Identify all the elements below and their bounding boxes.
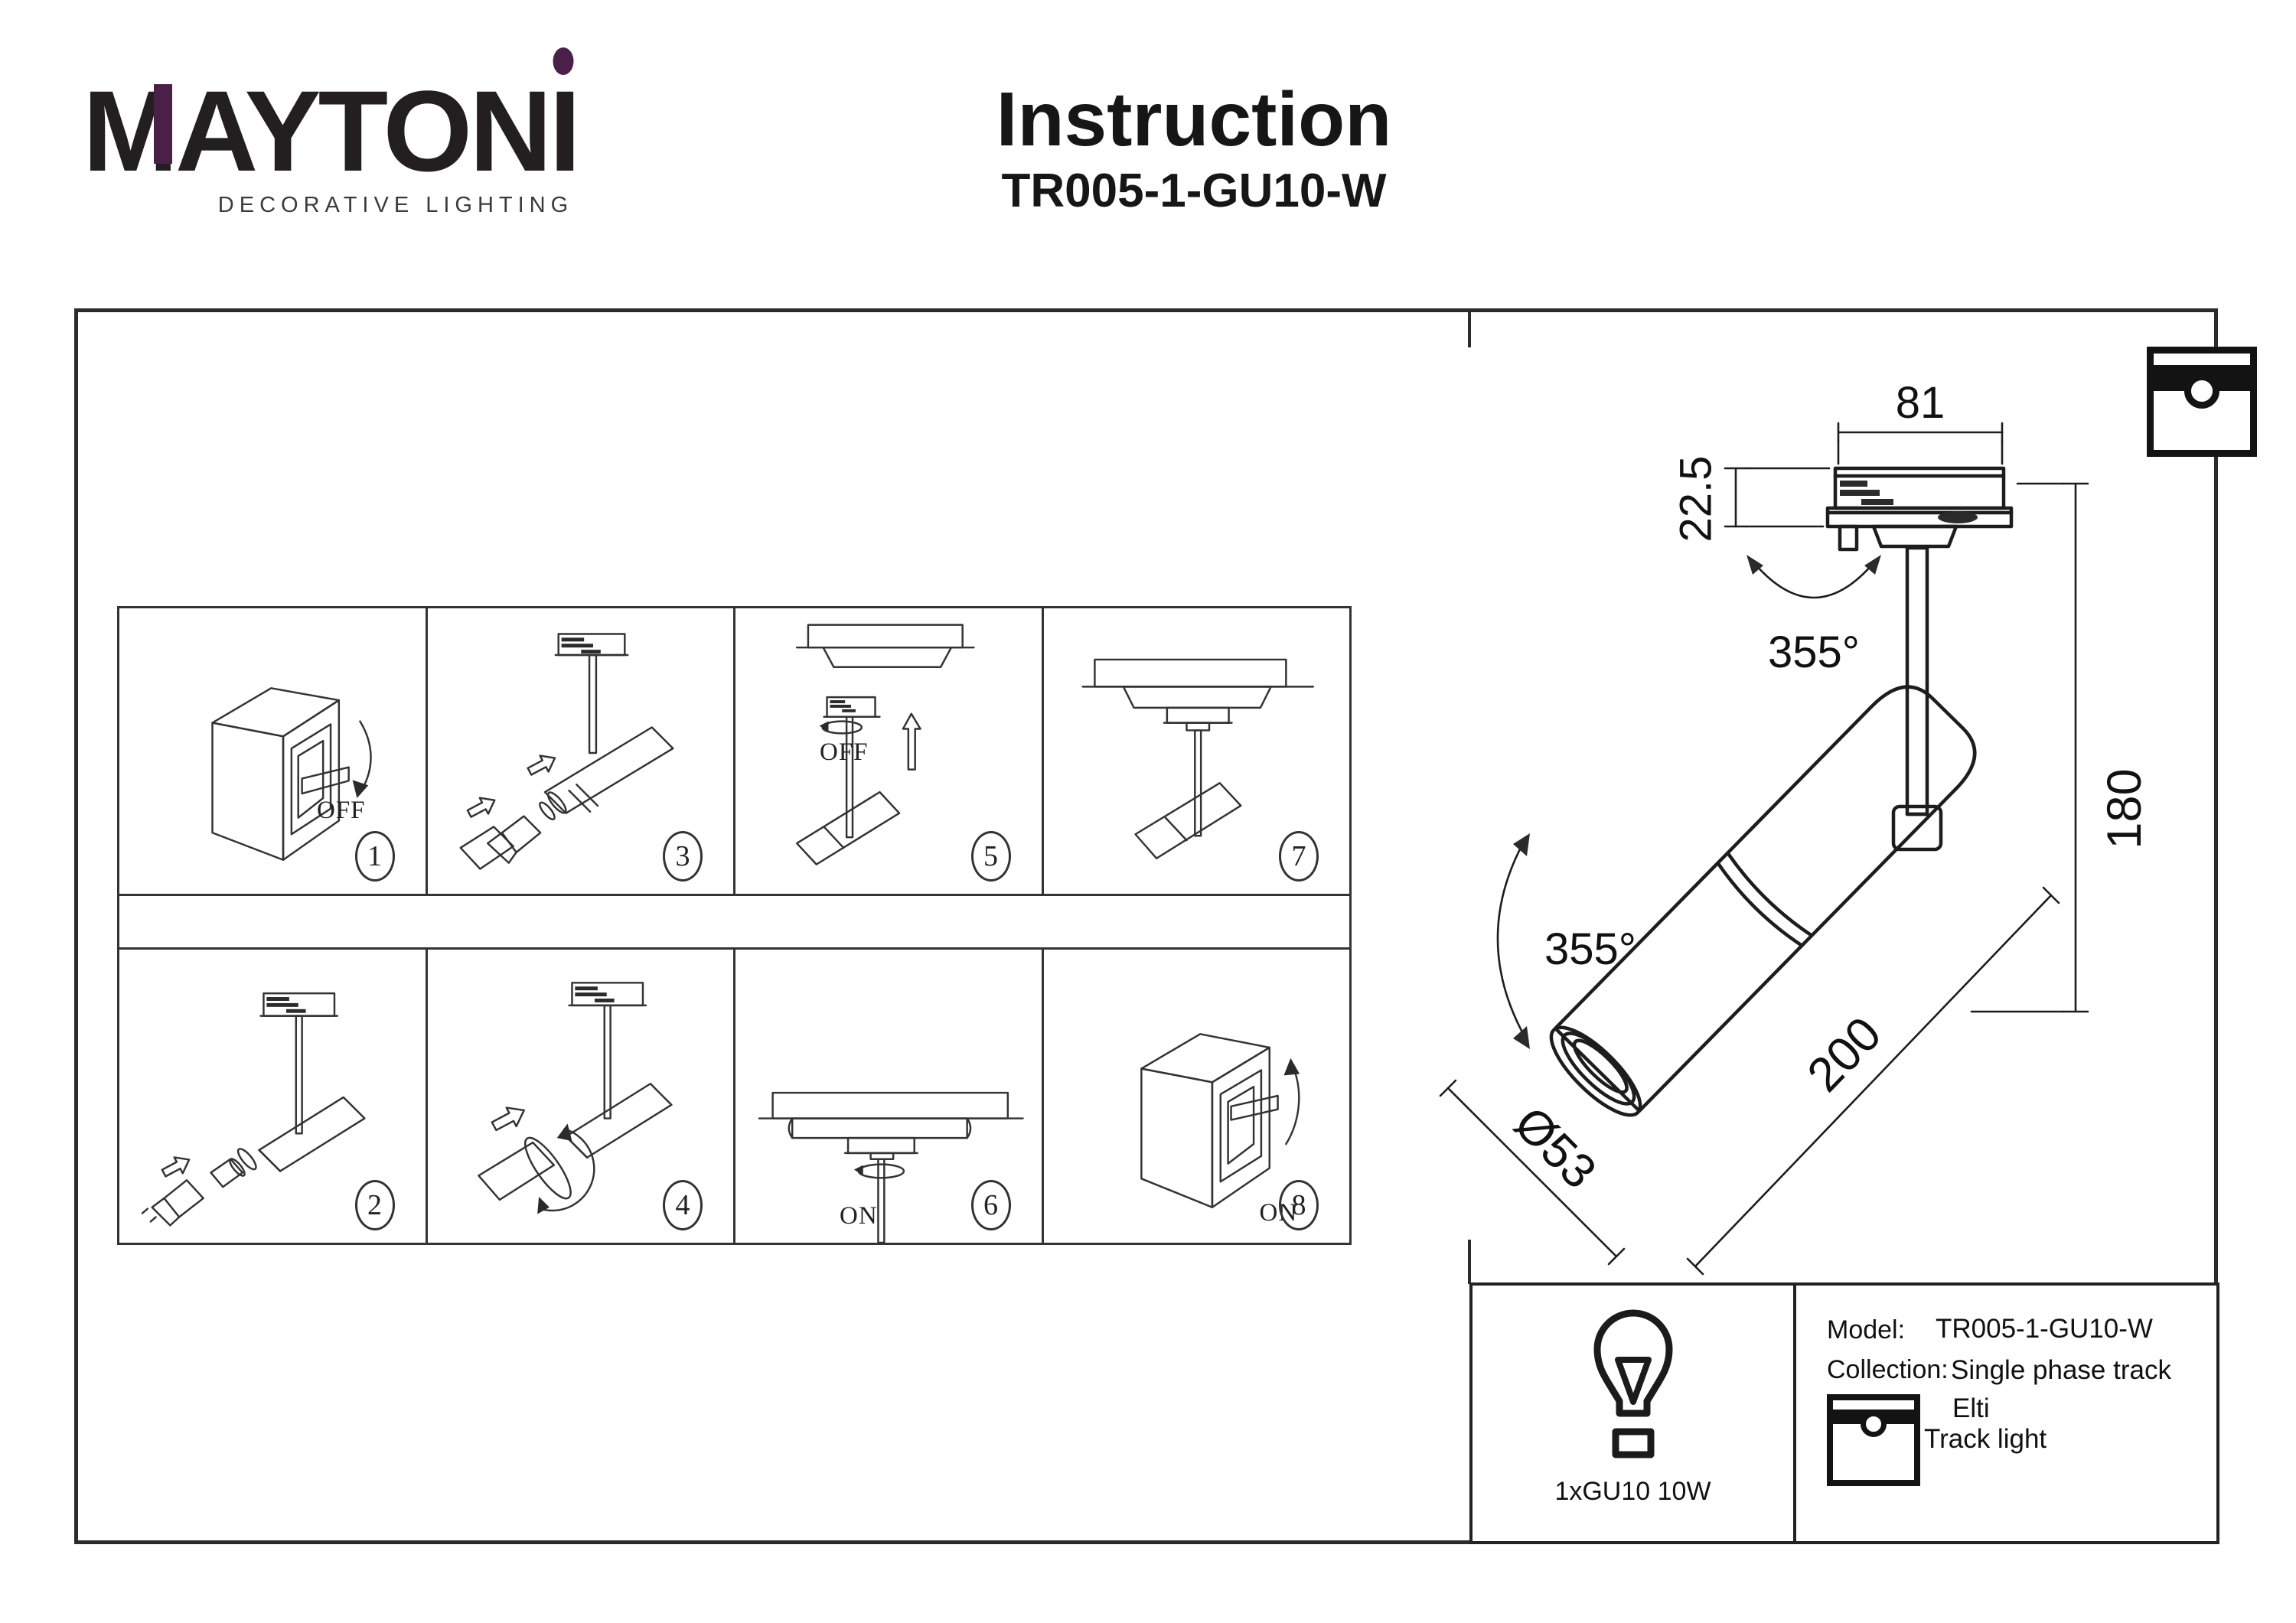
step-2-number: 2 — [354, 1180, 395, 1230]
spec-info-cell: Model: TR005-1-GU10-W Collection: Single… — [1796, 1286, 2216, 1541]
lamp-spec: 1xGU10 10W — [1554, 1477, 1711, 1506]
section-divider-stub-bottom — [1468, 1240, 1471, 1284]
track-knob — [2184, 373, 2219, 409]
collection-value: Single phase track — [1951, 1355, 2171, 1385]
step-5-number: 5 — [970, 831, 1011, 882]
steps-row-1: OFF 1 — [117, 606, 1352, 896]
step-3-slide-fixture-illustration — [459, 633, 674, 870]
spec-lamp-cell: 1xGU10 10W — [1473, 1286, 1793, 1541]
step-7-installed-illustration — [1081, 658, 1314, 859]
step-3-number: 3 — [663, 831, 703, 882]
step-6-number: 6 — [970, 1180, 1011, 1230]
step-6-state-label: ON — [840, 1202, 878, 1230]
step-panel-2: 2 — [119, 950, 428, 1243]
dim-body-length: 200 — [1797, 1007, 1891, 1102]
track-symbol-icon — [1827, 1394, 1920, 1486]
logo-tagline: DECORATIVE LIGHTING — [217, 193, 574, 217]
step-8-number: 8 — [1279, 1180, 1319, 1230]
step-panel-8: ON 8 — [1044, 950, 1350, 1243]
spec-table: 1xGU10 10W Model: TR005-1-GU10-W Collect… — [1469, 1282, 2219, 1544]
step-panel-3: 3 — [428, 608, 735, 894]
grid-connector-right — [1349, 896, 1352, 947]
content-border — [74, 308, 2218, 1544]
step-4-lock-ring-illustration — [477, 982, 673, 1214]
dim-body-diameter: Ø53 — [1504, 1097, 1606, 1199]
step-1-switch-off-illustration — [211, 687, 372, 861]
bulb-icon — [1593, 1309, 1673, 1458]
steps-row-2: 2 — [117, 947, 1352, 1245]
model-number-heading: TR005-1-GU10-W — [1001, 165, 1387, 217]
collection-label: Collection: — [1827, 1355, 1949, 1384]
step-5-state-label: OFF — [820, 738, 869, 766]
logo-purple-dot — [553, 47, 574, 75]
spec-table-divider — [1793, 1286, 1796, 1541]
step-8-switch-on-illustration — [1140, 1033, 1300, 1208]
step-5-mount-to-track-illustration — [795, 624, 975, 865]
technical-drawing: 81 22.5 355° 180 200 Ø53 355° — [1439, 378, 2151, 1276]
track-mount-icon — [2147, 347, 2257, 457]
dimension-lines — [1439, 422, 2089, 1276]
logo-purple-stem — [153, 84, 172, 164]
dim-rotation-head: 355° — [1768, 627, 1860, 677]
step-panel-1: OFF 1 — [119, 608, 428, 894]
step-6-twist-on-illustration — [758, 1091, 1024, 1243]
title-block: Instruction TR005-1-GU10-W — [888, 80, 1500, 215]
model-label: Model: — [1827, 1315, 1906, 1344]
step-panel-7: 7 — [1044, 608, 1350, 894]
step-1-state-label: OFF — [317, 797, 366, 824]
series-name: Elti — [1952, 1393, 1990, 1423]
icon-leader-line — [2215, 311, 2218, 348]
step-7-number: 7 — [1279, 831, 1319, 882]
grid-connector-left — [117, 896, 119, 947]
step-panel-4: 4 — [428, 950, 735, 1243]
model-value: TR005-1-GU10-W — [1936, 1314, 2153, 1344]
dim-rotation-body: 355° — [1544, 924, 1636, 974]
step-panel-6: ON 6 — [735, 950, 1044, 1243]
dim-adapter-height: 22.5 — [1671, 456, 1721, 543]
product-type: Track light — [1924, 1424, 2047, 1454]
track-symbol-knob — [1861, 1411, 1887, 1437]
dim-drop-height: 180 — [2098, 768, 2151, 849]
page-title: Instruction — [996, 77, 1392, 162]
dim-track-width: 81 — [1896, 378, 1945, 428]
step-panel-5: OFF 5 — [735, 608, 1044, 894]
section-divider-stub-top — [1468, 311, 1471, 347]
step-2-insert-bulb-illustration — [141, 992, 366, 1227]
step-1-number: 1 — [354, 831, 395, 882]
step-4-number: 4 — [663, 1180, 703, 1230]
